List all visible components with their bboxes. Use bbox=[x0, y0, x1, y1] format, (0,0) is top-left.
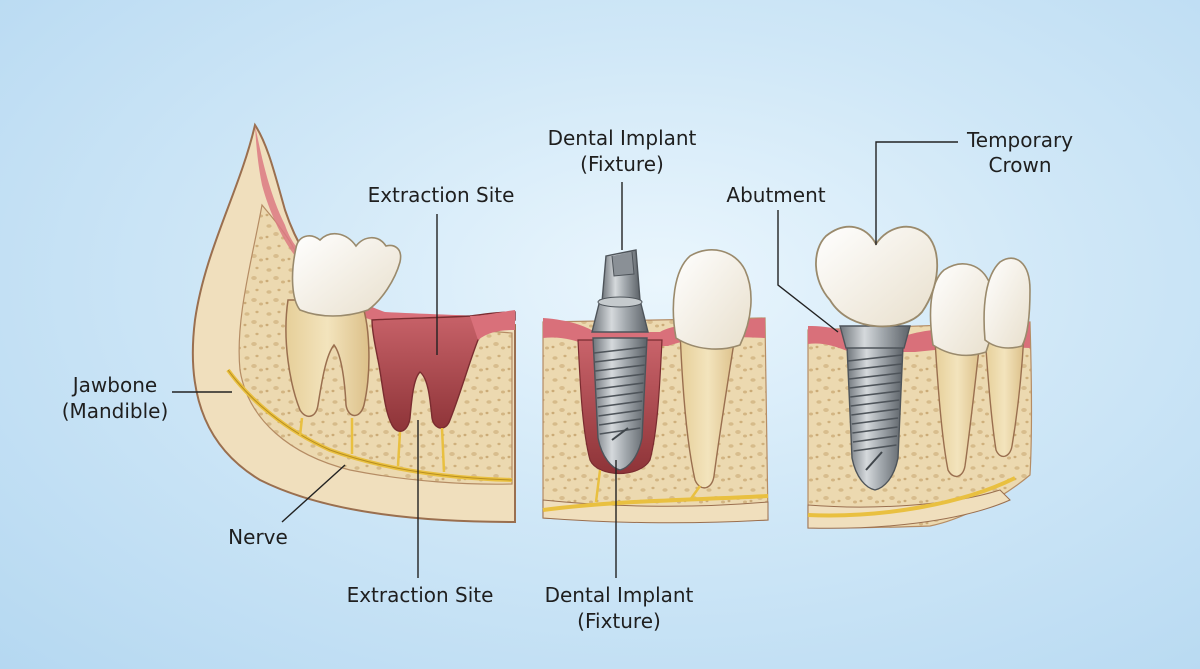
label-implant-top-sub: (Fixture) bbox=[580, 152, 664, 176]
screw-thread bbox=[599, 427, 641, 435]
label-nerve: Nerve bbox=[228, 525, 288, 549]
screw-thread bbox=[852, 426, 898, 434]
screw-thread bbox=[850, 399, 900, 407]
screw-thread bbox=[596, 382, 644, 390]
nerve-branch bbox=[594, 469, 602, 503]
label-implant-bottom-sub: (Fixture) bbox=[577, 609, 661, 633]
nerve-branch bbox=[688, 485, 702, 501]
gum-left bbox=[255, 125, 305, 262]
implant-fixture bbox=[592, 337, 648, 471]
nerve-canal-2 bbox=[542, 494, 769, 512]
screw-thread bbox=[851, 417, 899, 425]
screw-thread bbox=[853, 444, 897, 452]
label-temporary-crown-sub: Crown bbox=[988, 153, 1051, 177]
screw-thread bbox=[597, 400, 643, 408]
implant-abutment bbox=[591, 249, 649, 333]
label-extraction-site-top: Extraction Site bbox=[368, 183, 515, 207]
screw-thread bbox=[848, 363, 902, 371]
neighbor-crown-3b bbox=[983, 257, 1031, 349]
screw-thread bbox=[849, 381, 901, 389]
neighbor-root-2 bbox=[679, 329, 737, 489]
label-implant-bottom: Dental Implant bbox=[545, 583, 694, 607]
screw-thread bbox=[849, 372, 901, 380]
neighbor-root-3b bbox=[984, 333, 1025, 457]
screw-thread bbox=[597, 391, 643, 399]
neighbor-crown-2 bbox=[672, 249, 752, 350]
temporary-crown bbox=[815, 225, 939, 328]
screw-thread bbox=[850, 390, 900, 398]
panel-extraction bbox=[191, 122, 516, 524]
leader-lines bbox=[172, 141, 958, 578]
label-jawbone: Jawbone bbox=[71, 373, 157, 397]
panel-implant bbox=[542, 249, 769, 524]
extraction-socket bbox=[371, 311, 516, 433]
panel-crown bbox=[807, 225, 1033, 529]
screw-thread bbox=[598, 409, 642, 417]
screw-thread bbox=[851, 408, 899, 416]
label-implant-top: Dental Implant bbox=[548, 126, 697, 150]
molar-crown bbox=[291, 233, 402, 317]
screw-thread bbox=[593, 346, 647, 354]
screw-thread bbox=[598, 418, 642, 426]
abutment-collar bbox=[839, 325, 911, 349]
screw-thread bbox=[852, 435, 898, 443]
leader-crown bbox=[875, 141, 958, 245]
implant-fixture-3 bbox=[846, 345, 904, 491]
leader-nerve bbox=[281, 464, 346, 523]
nerve-canal-3 bbox=[807, 476, 1016, 518]
nerve-branch bbox=[396, 431, 402, 467]
screw-thread bbox=[594, 355, 646, 363]
screw-thread bbox=[595, 373, 645, 381]
nerve-branch bbox=[440, 427, 446, 473]
label-extraction-site-bottom: Extraction Site bbox=[347, 583, 494, 607]
nerve-branch bbox=[298, 417, 304, 437]
neighbor-root-3a bbox=[934, 339, 981, 477]
leader-abutment bbox=[777, 210, 839, 333]
screw-thread bbox=[595, 364, 645, 372]
label-abutment: Abutment bbox=[726, 183, 825, 207]
label-temporary-crown: Temporary bbox=[966, 128, 1073, 152]
gum-right-edge bbox=[470, 310, 515, 340]
screw-thread bbox=[847, 354, 903, 362]
label-jawbone-sub: (Mandible) bbox=[62, 399, 169, 423]
labels: Jawbone (Mandible) Nerve Extraction Site… bbox=[62, 126, 1074, 633]
molar-roots bbox=[285, 299, 370, 417]
